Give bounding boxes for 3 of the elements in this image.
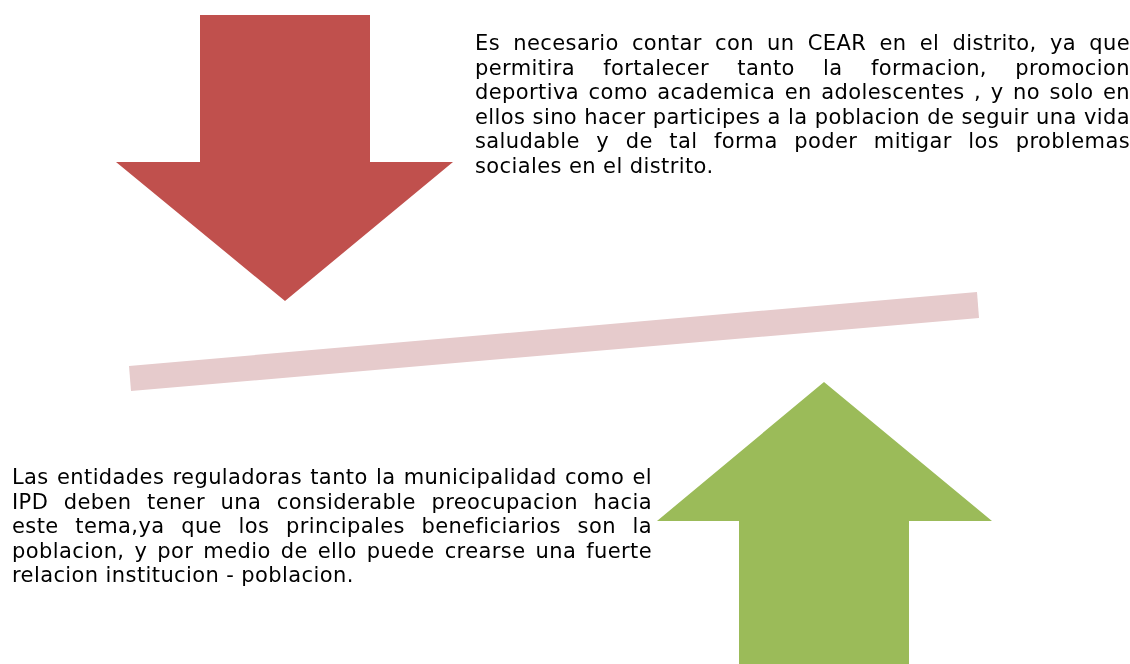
- tilted-bar: [129, 292, 979, 391]
- paragraph-text: Las entidades reguladoras tanto la municipalidad como el IPD deben tener una considerable preocupacion hacia este tema,ya que los principales beneficiarios son la poblacion, y por medio de ello puede crearse una fuerte relacion institucion - poblacion.: [12, 465, 652, 588]
- paragraph-text: Es necesario contar con un CEAR en el distrito, ya que permitira fortalecer tanto la formacion, promocion deportiva como academica en adolescentes , y no solo en ellos sino hacer participes a la poblacion de seguir una vida saludable y de tal forma poder mitigar los problemas sociales en el distrito.: [475, 31, 1130, 178]
